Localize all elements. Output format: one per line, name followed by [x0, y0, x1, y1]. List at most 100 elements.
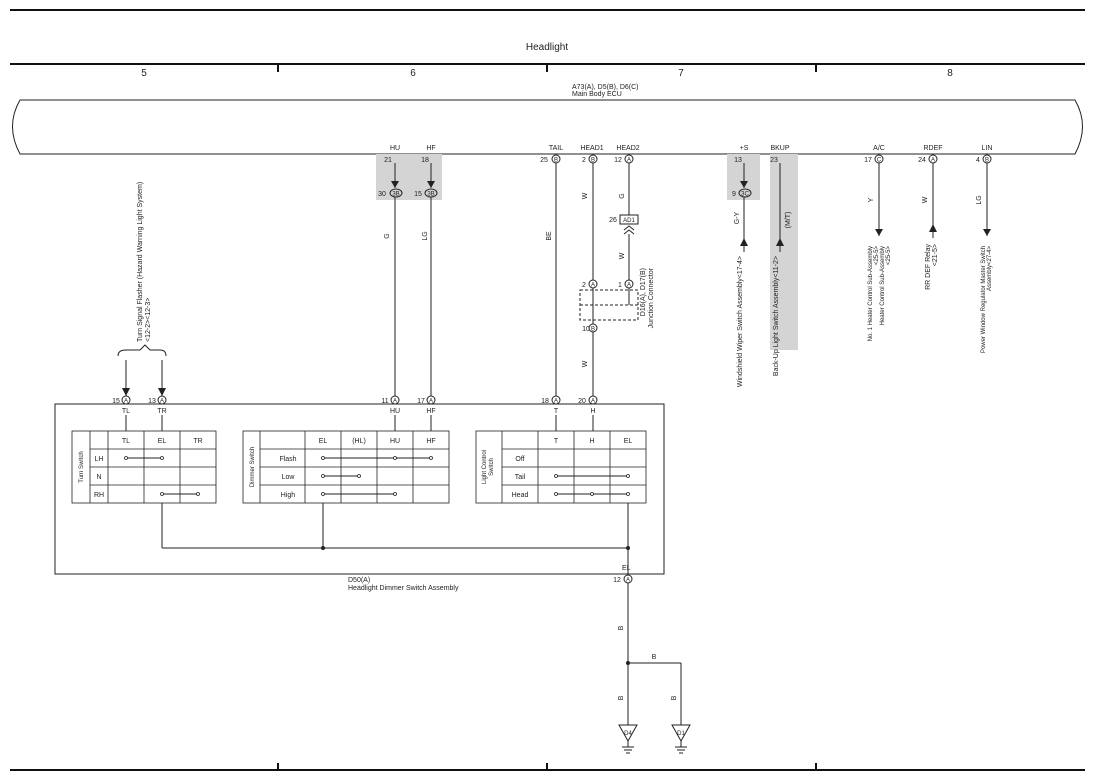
splice-point — [321, 546, 325, 550]
svg-text:A: A — [160, 399, 164, 405]
svg-text:C: C — [877, 158, 882, 164]
svg-text:A: A — [627, 158, 631, 164]
svg-text:A: A — [626, 578, 630, 584]
svg-text:High: High — [281, 492, 296, 499]
svg-text:Low: Low — [282, 474, 296, 481]
power-window-ref: Assembly<27-4> — [987, 246, 993, 292]
wire-color: G — [619, 193, 626, 198]
terminal-name: A/C — [873, 145, 885, 152]
terminal-pin: 17 — [417, 398, 425, 405]
terminal-name: HF — [426, 145, 435, 152]
wire-color: B — [618, 625, 625, 630]
svg-text:A: A — [591, 399, 595, 405]
svg-text:H: H — [590, 408, 595, 415]
terminal-name: RDEF — [923, 145, 942, 152]
terminal-pin: 10 — [582, 326, 590, 333]
wire-color: W — [582, 360, 589, 367]
terminal-pin: 2 — [582, 157, 586, 164]
svg-text:A: A — [393, 399, 397, 405]
svg-text:3B: 3B — [427, 192, 434, 198]
wiper-switch-label: Windshield Wiper Switch Assembly<17-4> — [737, 256, 744, 387]
svg-text:HF: HF — [426, 408, 435, 415]
terminal-pin: 18 — [541, 398, 549, 405]
svg-text:T: T — [554, 438, 559, 445]
svg-text:3C: 3C — [741, 192, 749, 198]
turn-signal-ref: <12-2><12-3> — [145, 298, 152, 342]
terminal-pin: 13 — [734, 157, 742, 164]
svg-text:(HL): (HL) — [352, 438, 366, 445]
terminal-pin: 17 — [864, 157, 872, 164]
terminal-pin: 23 — [770, 157, 778, 164]
svg-text:A: A — [124, 399, 128, 405]
terminal-name: TAIL — [549, 145, 563, 152]
terminal-circle: A — [157, 395, 167, 405]
wire-color: B — [652, 654, 657, 661]
svg-text:T: T — [554, 408, 559, 415]
svg-text:B: B — [985, 158, 989, 164]
terminal-name: HU — [390, 145, 400, 152]
junction-label: D16(A), D17(B) — [640, 268, 647, 316]
svg-text:TR: TR — [157, 408, 166, 415]
terminal-pin: 20 — [578, 398, 586, 405]
svg-text:Flash: Flash — [279, 456, 296, 463]
splice-point — [626, 546, 630, 550]
backup-switch-label: Back-Up Light Switch Assembly<11-2> — [773, 256, 780, 376]
turn-switch-table: Turn Switch TL EL TR LH N RH — [71, 430, 217, 504]
svg-text:AD1: AD1 — [623, 218, 635, 224]
svg-text:3B: 3B — [392, 192, 399, 198]
svg-text:Tail: Tail — [515, 474, 526, 481]
ground-icon: D4 — [618, 724, 638, 754]
svg-text:Head: Head — [512, 492, 529, 499]
svg-text:B: B — [591, 158, 595, 164]
terminal-circle: B — [588, 154, 598, 164]
wire-color: (M/T) — [785, 212, 792, 229]
headlight-dimmer-switch-assembly — [54, 403, 665, 575]
svg-text:Turn Switch: Turn Switch — [79, 451, 85, 482]
svg-text:B: B — [554, 158, 558, 164]
terminal-circle: A — [623, 574, 633, 584]
svg-text:RH: RH — [94, 492, 104, 499]
light-control-switch-table: Light Control Switch T H EL Off Tail Hea… — [475, 430, 647, 504]
svg-text:A: A — [554, 399, 558, 405]
column-number: 8 — [947, 68, 953, 79]
terminal-circle: A — [551, 395, 561, 405]
column-number: 5 — [141, 68, 147, 79]
svg-text:B: B — [591, 327, 595, 333]
terminal-pin: 4 — [976, 157, 980, 164]
svg-text:Light Control: Light Control — [482, 450, 488, 484]
terminal-name: LIN — [982, 145, 993, 152]
splice-point — [626, 661, 630, 665]
diagram-title: Headlight — [526, 42, 568, 53]
terminal-pin: 26 — [609, 217, 617, 224]
terminal-name: BKUP — [770, 145, 789, 152]
wire-color: LG — [976, 195, 983, 204]
terminal-pin: 18 — [421, 157, 429, 164]
terminal-circle: A — [928, 154, 938, 164]
terminal-circle: A — [624, 279, 634, 289]
column-number: 7 — [678, 68, 684, 79]
shade-bkup — [770, 154, 798, 350]
rdef-relay-label: RR DEF Relay — [925, 244, 932, 290]
svg-text:A: A — [627, 283, 631, 289]
wire-color: G — [384, 233, 391, 238]
svg-text:A: A — [591, 283, 595, 289]
terminal-circle: B — [551, 154, 561, 164]
terminal-pin: 1 — [618, 282, 622, 289]
dimmer-switch-table: Dimmer Switch EL (HL) HU HF Flash Low Hi… — [242, 430, 450, 504]
brace-icon — [117, 344, 167, 357]
wire-color: LG — [422, 231, 429, 240]
svg-text:EL: EL — [622, 565, 631, 572]
terminal-circle: B — [588, 323, 598, 333]
wire-color: W — [619, 252, 626, 259]
svg-text:A: A — [429, 399, 433, 405]
svg-text:D1: D1 — [677, 731, 685, 737]
svg-text:N: N — [96, 474, 101, 481]
svg-text:EL: EL — [624, 438, 633, 445]
terminal-name: +S — [740, 145, 749, 152]
terminal-pin: 21 — [384, 157, 392, 164]
terminal-pin: 12 — [613, 577, 621, 584]
svg-text:EL: EL — [158, 438, 167, 445]
rdef-relay-ref: <21-5> — [932, 244, 939, 266]
terminal-circle: 3C — [738, 188, 752, 198]
